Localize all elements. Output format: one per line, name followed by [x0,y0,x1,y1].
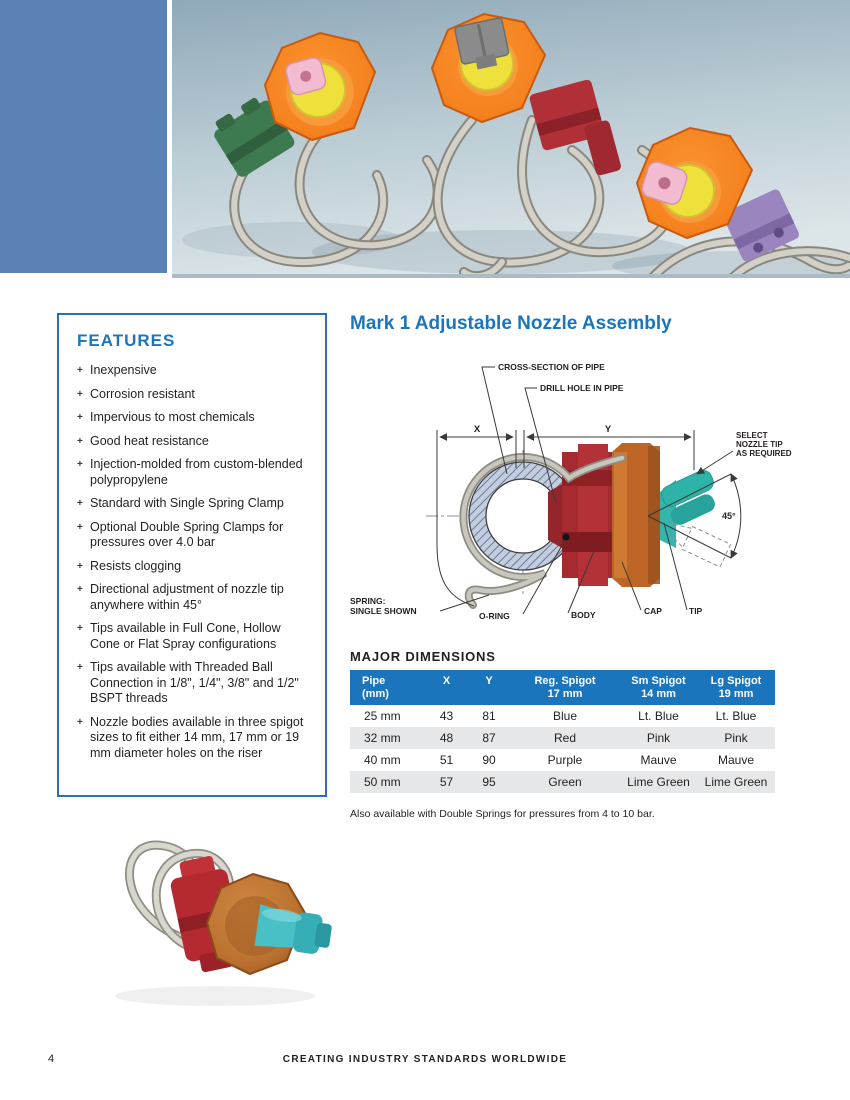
feature-item: + Inexpensive [77,363,313,379]
feature-text: Resists clogging [90,558,182,573]
plus-bullet-icon: + [77,623,83,634]
plus-bullet-icon: + [77,435,83,447]
clamp-purple [723,189,799,262]
label-dim-y: Y [605,424,612,435]
plus-bullet-icon: + [77,412,83,423]
header-y: Y [468,670,510,705]
hero-photo-illustration [172,0,850,278]
assembly-diagram-illustration: CROSS-SECTION OF PIPE DRILL HOLE IN PIPE… [350,362,792,621]
sidebar-blue-block [0,0,167,273]
label-select-tip-3: AS REQUIRED [736,449,792,458]
feature-text: Tips available in Full Cone, Hollow Cone… [90,621,281,651]
nozzle-knob-left [263,31,377,142]
diagram-labels: CROSS-SECTION OF PIPE DRILL HOLE IN PIPE… [350,362,792,621]
feature-item: + Impervious to most chemicals [77,410,313,426]
footer-tagline: CREATING INDUSTRY STANDARDS WORLDWIDE [282,1054,568,1065]
pipe-cross-section [468,461,578,571]
table-header-row: Pipe (mm) X Y Reg. Spigot 17 mm Sm Spigo… [350,670,775,705]
plus-bullet-icon: + [77,459,83,470]
feature-text: Optional Double Spring Clamps for pressu… [90,519,284,550]
feature-text: Nozzle bodies available in three spigot … [90,714,304,760]
tip-teal [254,904,332,954]
plus-bullet-icon: + [77,365,83,376]
table-row: 32 mm 48 87 Red Pink Pink [350,727,775,749]
label-cross-section: CROSS-SECTION OF PIPE [498,362,605,372]
nozzle-tip-gray [454,17,510,70]
header-lg-spigot: Lg Spigot 19 mm [697,670,775,705]
features-heading: FEATURES [77,331,176,350]
feature-text: Inexpensive [90,363,157,377]
spring-wire-right [647,236,850,278]
dimension-lines [436,430,695,607]
header-reg-spigot: Reg. Spigot 17 mm [510,670,620,705]
feature-text: Tips available with Threaded Ball Connec… [90,660,299,705]
label-spring-2: SINGLE SHOWN [350,606,417,616]
feature-item: + Directional adjustment of nozzle tip a… [77,582,313,613]
feature-item: + Tips available in Full Cone, Hollow Co… [77,621,313,652]
nozzle-cap [612,443,660,587]
nozzle-tip [660,470,715,548]
clamp-red [529,79,621,176]
header-pipe: Pipe (mm) [350,670,425,705]
feature-text: Corrosion resistant [90,386,195,401]
phantom-tip-outline [669,523,732,568]
dimensions-table: Pipe (mm) X Y Reg. Spigot 17 mm Sm Spigo… [350,670,775,793]
major-dimensions-heading: MAJOR DIMENSIONS [350,649,496,664]
page-number: 4 [48,1053,55,1065]
label-body: BODY [571,610,596,620]
feature-item: + Optional Double Spring Clamps for pres… [77,520,313,551]
label-angle: 45° [722,511,736,521]
nozzle-tip-pink-left [285,57,327,96]
label-select-tip-2: NOZZLE TIP [736,440,783,449]
plus-bullet-icon: + [77,584,83,595]
table-row: 40 mm 51 90 Purple Mauve Mauve [364,753,755,767]
angle-wedge [647,473,742,559]
double-spring-illustration [115,840,332,1006]
feature-item: + Corrosion resistant [77,387,313,403]
label-tip: TIP [689,606,703,616]
plus-bullet-icon: + [77,716,83,728]
feature-text: Standard with Single Spring Clamp [90,496,284,510]
label-spring-1: SPRING: [350,596,386,606]
plus-bullet-icon: + [77,498,83,509]
double-springs-note: Also available with Double Springs for p… [350,808,655,820]
nozzle-knob-middle [430,12,547,124]
page-title: Mark 1 Adjustable Nozzle Assembly [350,313,672,334]
spring-wire-diagram [459,453,626,609]
label-dim-x: X [474,424,481,435]
feature-item: + Injection-molded from custom-blended p… [77,457,313,488]
feature-text: Directional adjustment of nozzle tip any… [90,582,284,612]
o-ring-dot [562,533,570,541]
nozzle-knob-right [635,126,754,240]
nozzle-tip-pink-right [641,161,688,205]
label-select-tip-1: SELECT [736,431,768,440]
feature-item: + Good heat resistance [77,434,313,450]
plus-bullet-icon: + [77,388,83,400]
header-x: X [425,670,468,705]
label-cap: CAP [644,606,662,616]
feature-item: + Tips available with Threaded Ball Conn… [77,660,313,707]
feature-item: + Nozzle bodies available in three spigo… [77,715,313,762]
callout-leaders [439,366,734,615]
feature-item: + Resists clogging [77,559,313,575]
product-photo-hero [172,0,850,278]
plus-bullet-icon: + [77,662,83,673]
feature-text: Impervious to most chemicals [90,410,255,424]
feature-item: + Standard with Single Spring Clamp [77,496,313,512]
product-photo-double-spring [95,818,335,1013]
feature-text: Injection-molded from custom-blended pol… [90,457,303,487]
header-sm-spigot: Sm Spigot 14 mm [620,670,697,705]
nozzle-assembly-diagram: CROSS-SECTION OF PIPE DRILL HOLE IN PIPE… [350,345,810,635]
plus-bullet-icon: + [77,521,83,533]
plus-bullet-icon: + [77,560,83,572]
table-row: 25 mm 43 81 Blue Lt. Blue Lt. Blue [364,709,757,723]
features-panel: FEATURES + Inexpensive + Corrosion resis… [57,313,327,797]
label-drill-hole: DRILL HOLE IN PIPE [540,383,624,393]
table-row: 50 mm 57 95 Green Lime Green Lime Green [350,771,775,793]
label-o-ring: O-RING [479,611,510,621]
feature-text: Good heat resistance [90,433,209,448]
